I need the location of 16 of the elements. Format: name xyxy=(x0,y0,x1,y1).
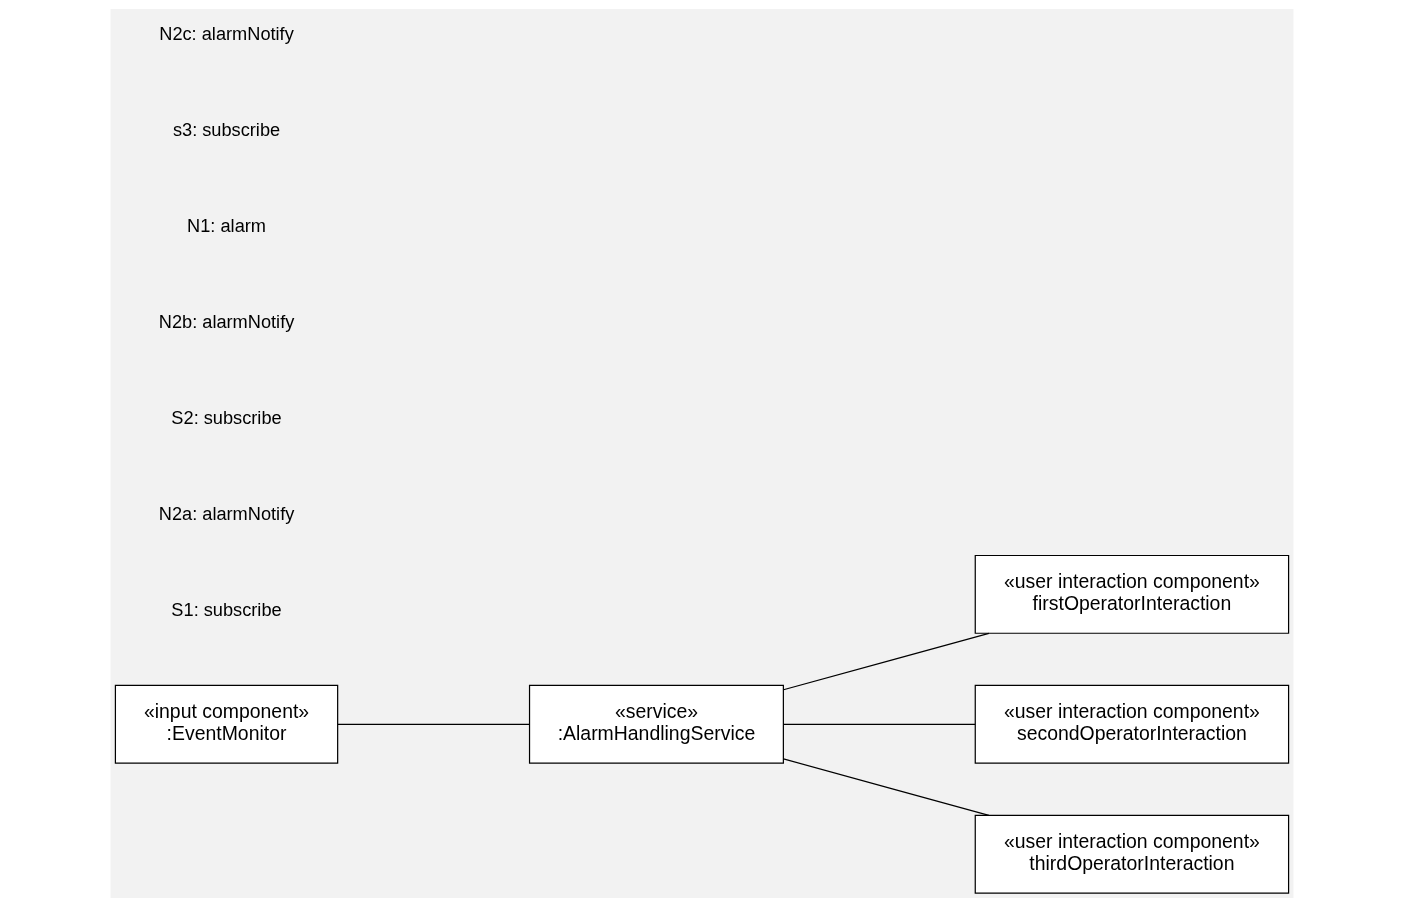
node-box: «user interaction component» firstOperatorInteraction xyxy=(974,554,1289,634)
node-box: «service» :AlarmHandlingService xyxy=(528,684,784,764)
node-box: «user interaction component» secondOperatorInteraction xyxy=(974,684,1289,764)
node-box: «input component» :EventMonitor xyxy=(114,684,338,764)
connector xyxy=(782,757,989,816)
node-box: «user interaction component» thirdOperatorInteraction xyxy=(974,814,1289,894)
label: N2c: alarmNotify xyxy=(158,23,294,44)
label: S1: subscribe xyxy=(170,599,282,620)
label: s3: subscribe xyxy=(172,119,280,140)
label: N1: alarm xyxy=(186,215,266,236)
label: N2a: alarmNotify xyxy=(158,503,294,524)
connector xyxy=(782,723,976,725)
connector xyxy=(336,723,530,725)
label: S2: subscribe xyxy=(170,407,282,428)
connector xyxy=(782,632,989,690)
label: N2b: alarmNotify xyxy=(158,311,294,332)
